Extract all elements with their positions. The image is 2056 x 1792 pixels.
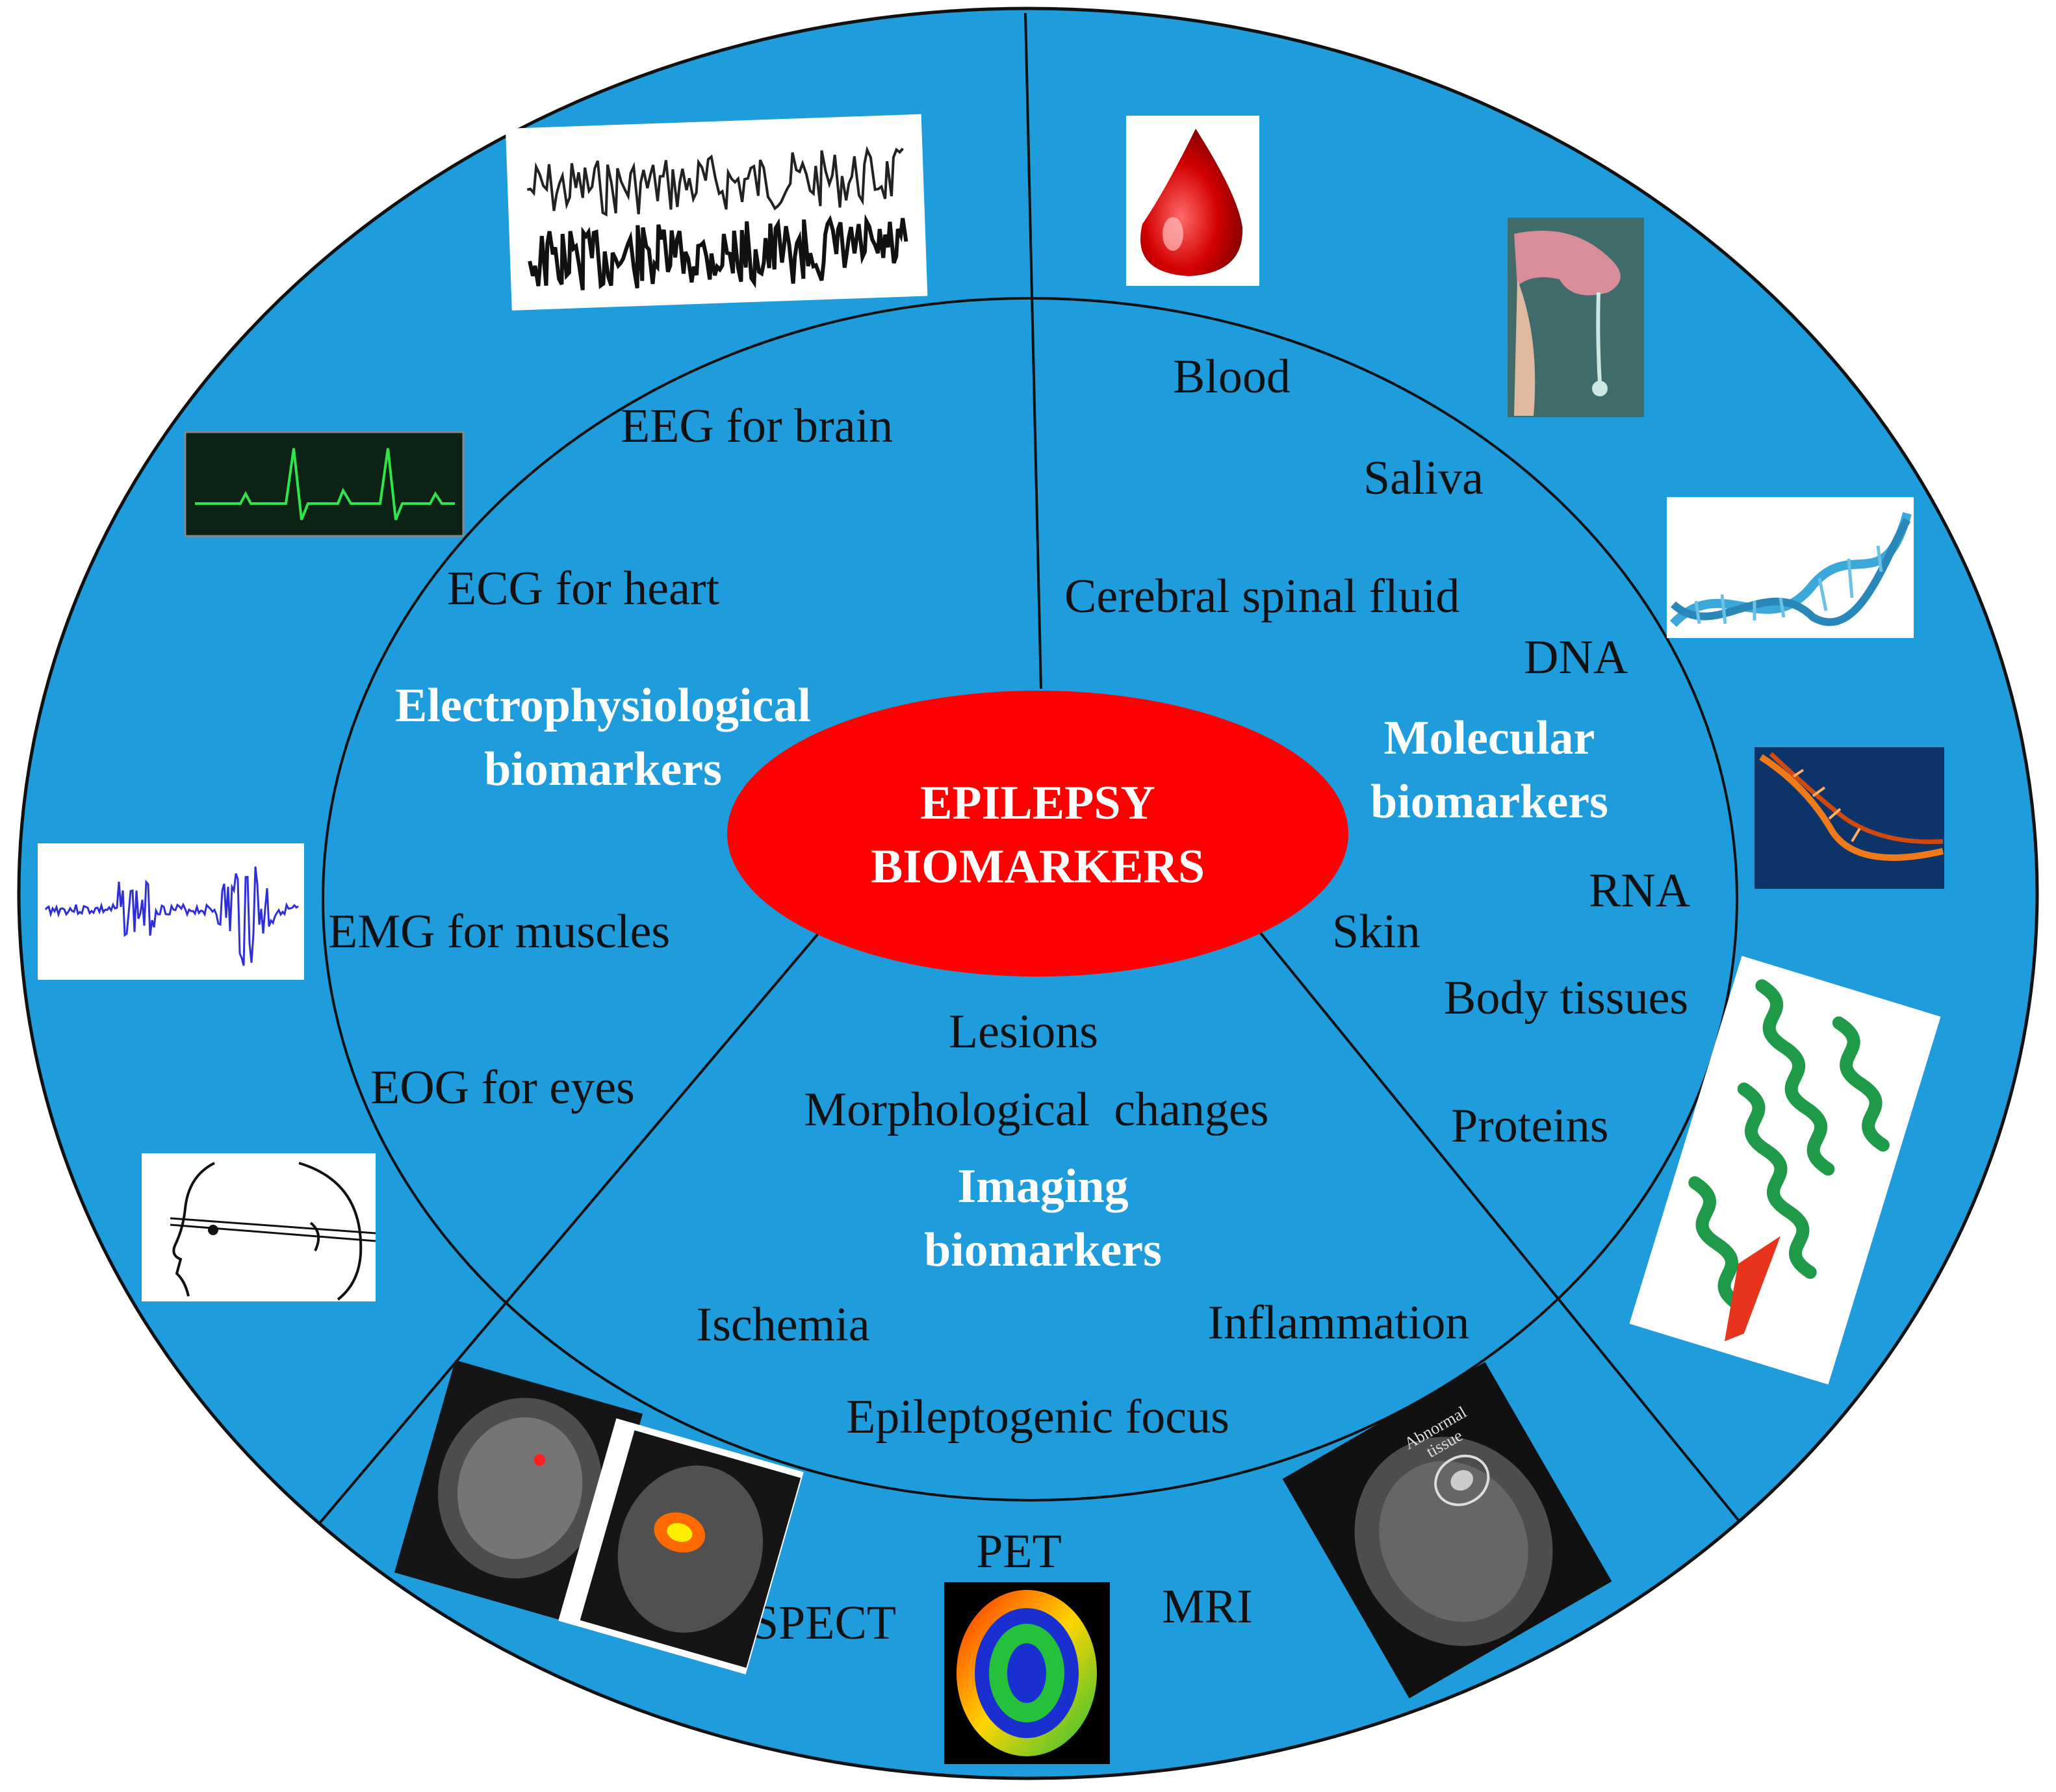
eog-head-icon: [142, 1153, 376, 1301]
electro-title-line1: Electrophysiological: [395, 679, 811, 732]
hub-title-line1: EPILEPSY: [920, 776, 1155, 830]
imaging-title-line2: biomarkers: [924, 1223, 1162, 1277]
imaging-item-inflammation: Inflammation: [1208, 1296, 1470, 1350]
molecular-item-dna: DNA: [1524, 631, 1628, 684]
imaging-item-morphological: Morphological changes: [804, 1083, 1268, 1136]
hub-title-line2: BIOMARKERS: [871, 840, 1205, 893]
imaging-item-lesions: Lesions: [949, 1005, 1098, 1058]
ecg-monitor-icon: [184, 431, 465, 537]
molecular-item-body-tissues: Body tissues: [1444, 971, 1688, 1025]
mri-scan-icon: Abnormal tissue: [1282, 1362, 1612, 1698]
molecular-item-blood: Blood: [1173, 350, 1291, 403]
modality-pet-label: PET: [976, 1525, 1062, 1578]
electro-item-eog: EOG for eyes: [370, 1061, 635, 1114]
electro-item-emg: EMG for muscles: [328, 905, 670, 958]
eeg-trace-icon: [506, 114, 928, 311]
electro-title-line2: biomarkers: [484, 743, 722, 796]
molecular-item-rna: RNA: [1589, 864, 1690, 917]
modality-spect-label: SPECT: [752, 1596, 896, 1650]
imaging-item-epileptogenic-focus: Epileptogenic focus: [846, 1390, 1229, 1444]
molecular-item-proteins: Proteins: [1451, 1099, 1609, 1153]
blood-drop-icon: [1126, 116, 1259, 286]
emg-trace-icon: [38, 843, 304, 980]
rna-strand-icon: [1754, 747, 1944, 889]
molecular-item-csf: Cerebral spinal fluid: [1064, 570, 1459, 623]
modality-mri-label: MRI: [1162, 1580, 1253, 1633]
hub-ellipse: [727, 691, 1348, 977]
molecular-item-skin: Skin: [1332, 905, 1420, 958]
spect-scan-icon: [394, 1360, 804, 1675]
imaging-title-line1: Imaging: [957, 1160, 1128, 1213]
divider-top: [1024, 12, 1042, 689]
electro-item-eeg: EEG for brain: [621, 400, 893, 453]
molecular-title-line1: Molecular: [1384, 711, 1595, 765]
protein-ribbon-icon: [1629, 956, 1941, 1385]
dna-helix-icon: [1667, 497, 1914, 638]
imaging-item-ischemia: Ischemia: [696, 1298, 869, 1351]
divider-lower-right: [1256, 928, 1756, 1541]
electro-item-ecg: ECG for heart: [447, 562, 720, 615]
outer-dividers: [304, 12, 1756, 1541]
inner-circle: [322, 297, 1738, 1502]
divider-lower-left: [304, 928, 823, 1541]
pet-scan-icon: [944, 1582, 1110, 1764]
molecular-item-saliva: Saliva: [1363, 452, 1484, 505]
saliva-icon: [1508, 218, 1644, 417]
molecular-title-line2: biomarkers: [1370, 775, 1608, 828]
